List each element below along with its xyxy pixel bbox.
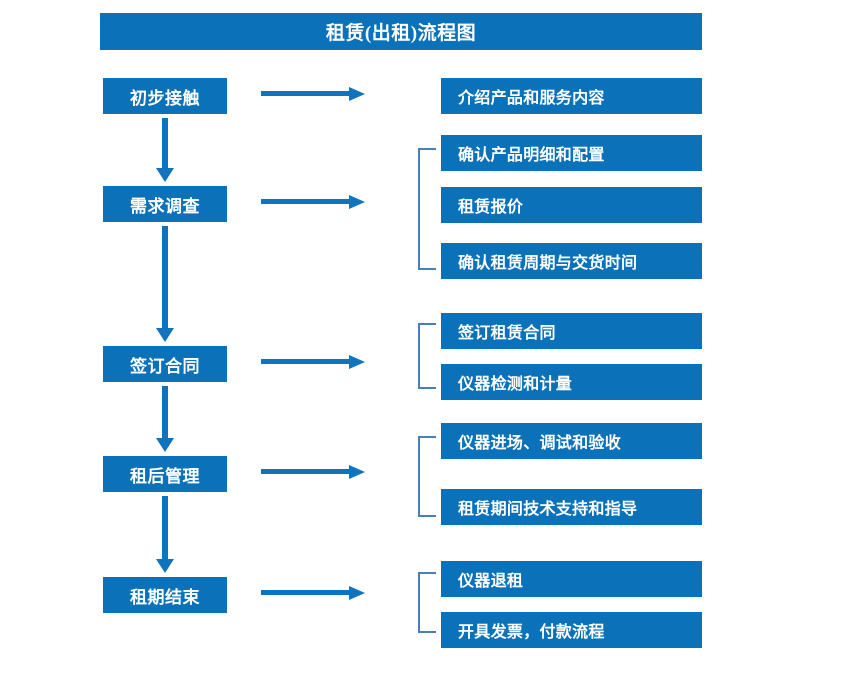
detail-box-instrument-inspection[interactable]: 仪器检测和计量 [441,364,702,400]
arrow-end-to-details [261,584,365,606]
stage-box-initial-contact[interactable]: 初步接触 [103,78,227,114]
detail-box-confirm-product-spec[interactable]: 确认产品明细和配置 [441,135,702,171]
detail-label: 签订租赁合同 [458,325,556,342]
stage-label: 签订合同 [130,356,200,376]
detail-label: 仪器检测和计量 [458,376,573,393]
stage-box-sign-contract[interactable]: 签订合同 [103,346,227,382]
detail-label: 仪器退租 [458,573,524,590]
detail-box-technical-support[interactable]: 租赁期间技术支持和指导 [441,489,702,525]
arrow-contact-to-details [261,85,365,107]
arrow-management-to-details [261,463,365,485]
detail-label: 租赁报价 [458,199,524,216]
stage-box-needs-survey[interactable]: 需求调查 [103,186,227,222]
detail-label: 租赁期间技术支持和指导 [458,501,638,518]
arrow-management-to-end [153,496,177,573]
detail-box-sign-rental-contract[interactable]: 签订租赁合同 [441,313,702,349]
detail-label: 确认租赁周期与交货时间 [458,255,638,272]
arrow-survey-to-details [261,193,365,215]
chart-title-banner: 租赁(出租)流程图 [100,13,702,50]
stage-label: 需求调查 [130,196,200,216]
brace-contract-group [416,323,438,389]
detail-box-invoice-payment[interactable]: 开具发票，付款流程 [441,612,702,648]
brace-end-group [416,572,438,633]
arrow-contact-to-survey [153,118,177,182]
detail-box-confirm-period-delivery[interactable]: 确认租赁周期与交货时间 [441,243,702,279]
page-title: 租赁(出租)流程图 [325,23,477,44]
stage-label: 租期结束 [130,587,200,607]
detail-label: 确认产品明细和配置 [458,147,605,164]
stage-box-lease-end[interactable]: 租期结束 [103,577,227,613]
arrow-survey-to-contract [153,226,177,342]
stage-box-post-rental-management[interactable]: 租后管理 [103,456,227,492]
brace-survey-group [416,148,438,270]
detail-label: 仪器进场、调试和验收 [458,435,622,452]
stage-label: 初步接触 [130,88,200,108]
detail-label: 开具发票，付款流程 [458,624,605,641]
detail-box-instrument-return[interactable]: 仪器退租 [441,561,702,597]
detail-box-rental-quotation[interactable]: 租赁报价 [441,187,702,223]
arrow-contract-to-management [153,386,177,452]
arrow-contract-to-details [261,353,365,375]
brace-management-group [416,436,438,517]
detail-box-instrument-entry-commissioning[interactable]: 仪器进场、调试和验收 [441,423,702,459]
detail-label: 介绍产品和服务内容 [458,90,605,107]
detail-box-introduce-products[interactable]: 介绍产品和服务内容 [441,78,702,114]
stage-label: 租后管理 [130,466,200,486]
